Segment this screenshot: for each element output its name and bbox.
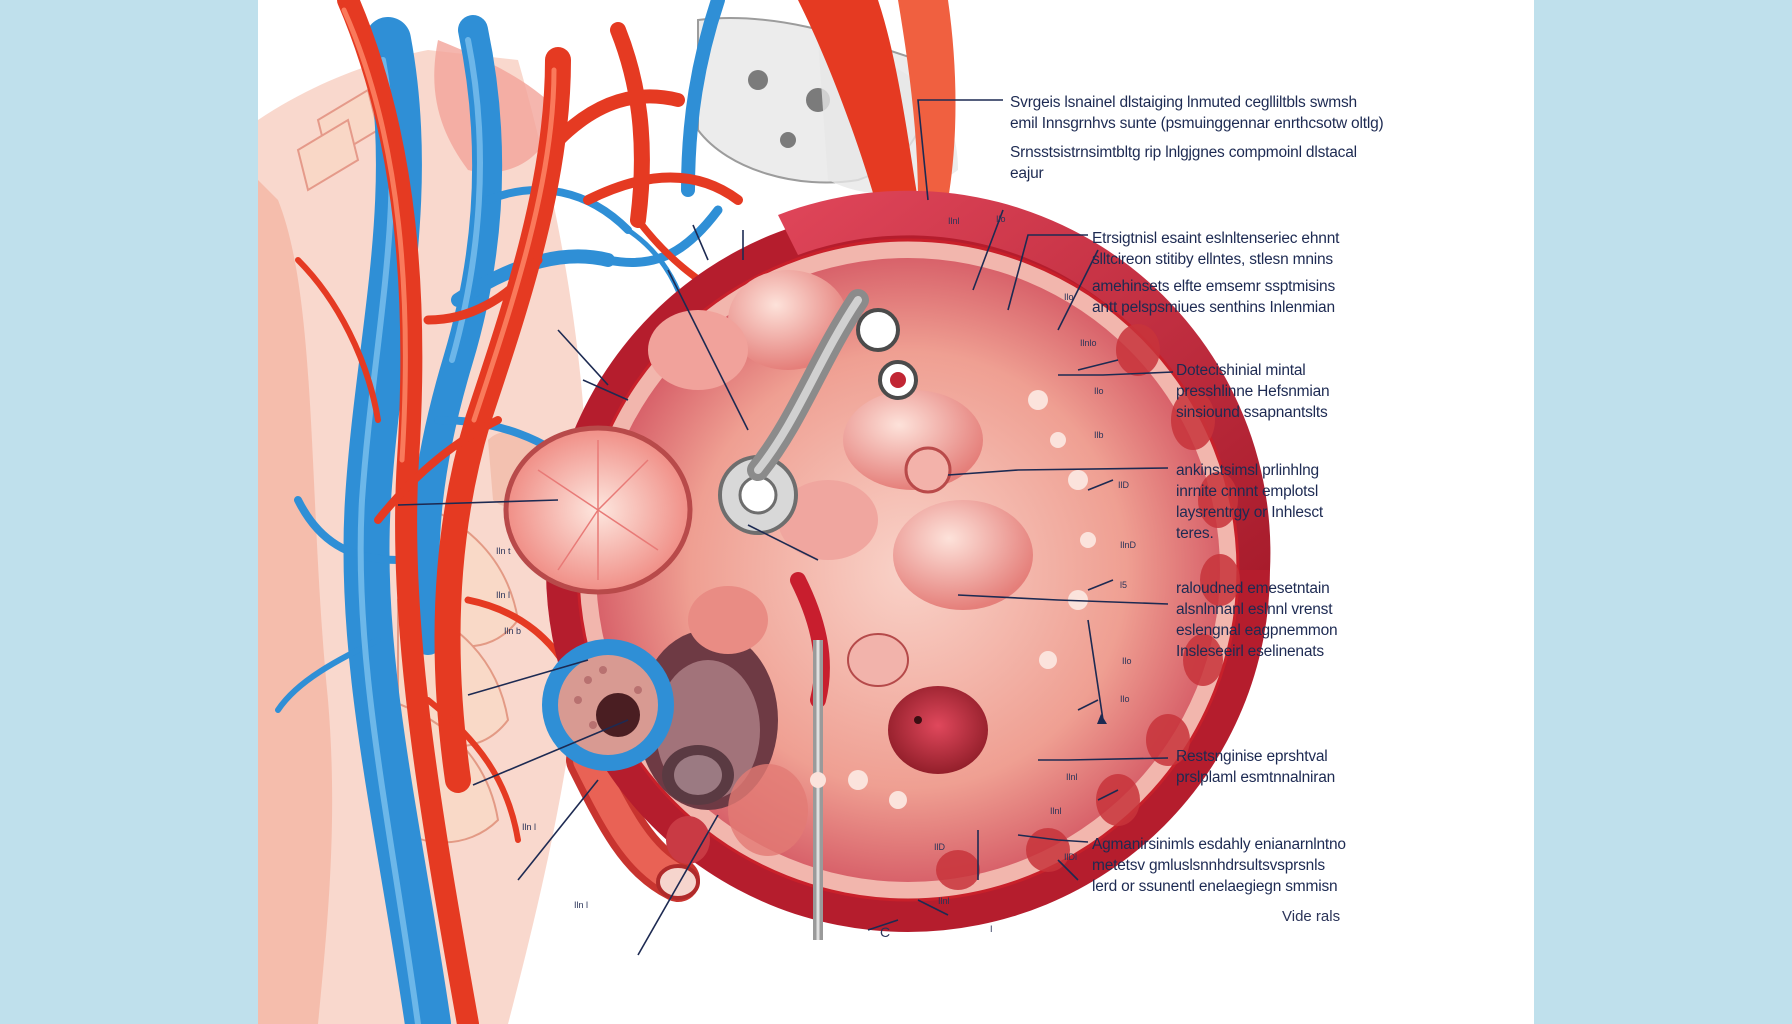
tick-label: Ilnl bbox=[1050, 806, 1062, 816]
annotation-5-line-3: sinsiound ssapnantslts bbox=[1176, 404, 1328, 421]
annotation-9: Agmanirsinimls esdahly enianarnlntno met… bbox=[1092, 834, 1346, 897]
tick-label: Ilb bbox=[1094, 430, 1104, 440]
anatomy-illustration bbox=[258, 0, 1271, 1024]
tick-label: Ilnl bbox=[938, 896, 950, 906]
annotation-6: ankinstsimsl prlinhlng inrnite cnnnt emp… bbox=[1176, 460, 1323, 544]
annotation-5-line-1: Dotecishinial mintal bbox=[1176, 362, 1306, 379]
tick-label: Iln b bbox=[504, 626, 522, 636]
tick-label: Iln t bbox=[496, 546, 511, 556]
annotation-7: raloudned emesetntain alsnlnnanl eslnnl … bbox=[1176, 578, 1338, 662]
artery-network bbox=[295, 0, 743, 1024]
cross-section-disc bbox=[503, 190, 1271, 940]
annotation-4-line-1: amehinsets elfte emsemr ssptmisins bbox=[1092, 278, 1336, 295]
annotation-8: Restsnginise eprshtval prslplaml esmtnna… bbox=[1176, 746, 1335, 788]
lower-right-dark-lobe bbox=[888, 686, 988, 774]
annotation-7-line-2: alsnlnnanl eslnnl vrenst bbox=[1176, 601, 1333, 618]
tick-label: Iln l bbox=[522, 822, 537, 832]
upper-lobe bbox=[728, 270, 848, 370]
tick-label: Ilo bbox=[1064, 292, 1074, 302]
tick-label: l5 bbox=[1120, 580, 1128, 590]
annotation-1-line-2: emil Innsgrnhvs sunte (psmuinggennar enr… bbox=[1010, 115, 1384, 132]
annotation-1: Svrgeis lsnainel dlstaiging lnmuted cegl… bbox=[1010, 92, 1384, 134]
annotation-8-line-1: Restsnginise eprshtval bbox=[1176, 748, 1328, 765]
annotation-5-line-2: presshlinne Hefsnmian bbox=[1176, 383, 1330, 400]
tick-label: IlDl bbox=[1064, 852, 1077, 862]
leader-lines bbox=[397, 99, 1174, 956]
annotation-6-line-4: teres. bbox=[1176, 525, 1214, 542]
tick-label: Ilo bbox=[1122, 656, 1132, 666]
outer-muscle-band bbox=[778, 190, 1271, 570]
annotation-3: Etrsigtnisl esaint eslnltenseriec ehnnt … bbox=[1092, 228, 1339, 270]
annotation-2: Srnsstsistrnsimtbltg rip lnlgjgnes compm… bbox=[1010, 142, 1357, 184]
annotation-2-line-1: Srnsstsistrnsimtbltg rip lnlgjgnes compm… bbox=[1010, 144, 1357, 161]
annotation-7-line-3: eslengnal eagpnemmon bbox=[1176, 622, 1338, 639]
tick-label: Ilnlo bbox=[1080, 338, 1097, 348]
bottom-letter-label: C bbox=[880, 924, 891, 940]
tick-label: Ilo bbox=[1094, 386, 1104, 396]
annotation-4-line-2: antt pelspsmiues senthins Inlenmian bbox=[1092, 299, 1335, 316]
annotation-6-line-2: inrnite cnnnt emplotsl bbox=[1176, 483, 1319, 500]
tick-label: Iln l bbox=[496, 590, 511, 600]
annotation-6-line-3: laysrentrgy or Inhlesct bbox=[1176, 504, 1324, 521]
annotation-7-line-1: raloudned emesetntain bbox=[1176, 580, 1330, 597]
tick-label: Ilnl bbox=[948, 216, 960, 226]
caption-text: Vide rals bbox=[1282, 908, 1341, 925]
annotation-2-line-2: eajur bbox=[1010, 165, 1044, 182]
illustration-panel: Svrgeis lsnainel dlstaiging lnmuted cegl… bbox=[258, 0, 1534, 1024]
annotation-3-line-1: Etrsigtnisl esaint eslnltenseriec ehnnt bbox=[1092, 230, 1340, 247]
annotation-8-line-2: prslplaml esmtnnalniran bbox=[1176, 769, 1336, 786]
annotation-9-line-2: metetsv gmluslsnnhdrsultsvsprsnls bbox=[1092, 857, 1325, 874]
tick-label: Ilo bbox=[996, 214, 1006, 224]
tick-label: IlD bbox=[934, 842, 945, 852]
annotation-7-line-4: Insleseeirl eselinenats bbox=[1176, 643, 1324, 660]
tick-label: Iln l bbox=[574, 900, 589, 910]
tick-label: Ilo bbox=[1120, 694, 1130, 704]
annotation-3-line-2: slltcireon stitiby ellntes, stlesn mnins bbox=[1092, 251, 1333, 268]
annotation-9-line-3: lerd or ssunentl enelaegiegn smmisn bbox=[1092, 878, 1338, 895]
right-lobe bbox=[893, 500, 1033, 610]
annotation-9-line-1: Agmanirsinimls esdahly enianarnlntno bbox=[1092, 836, 1346, 853]
tick-label: IlnD bbox=[1120, 540, 1137, 550]
annotation-1-line-1: Svrgeis lsnainel dlstaiging lnmuted cegl… bbox=[1010, 94, 1357, 111]
tick-label: I bbox=[990, 924, 993, 934]
annotation-5: Dotecishinial mintal presshlinne Hefsnmi… bbox=[1176, 360, 1330, 423]
annotation-6-line-1: ankinstsimsl prlinhlng bbox=[1176, 462, 1319, 479]
tick-label: Ilnl bbox=[1066, 772, 1078, 782]
annotation-4: amehinsets elfte emsemr ssptmisins antt … bbox=[1092, 276, 1335, 318]
tick-label: IlD bbox=[1118, 480, 1129, 490]
